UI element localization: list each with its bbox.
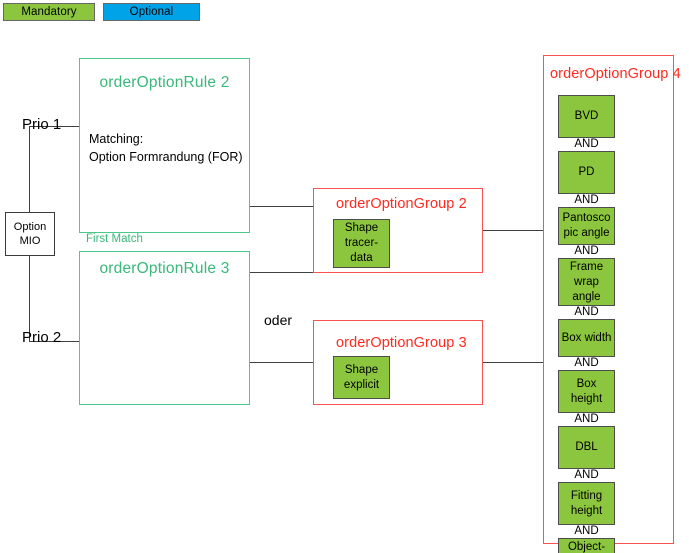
rule2-to-group2-line <box>250 206 314 207</box>
prio-1-label: Prio 1 <box>22 116 62 133</box>
order-option-rule-2-body: Matching: Option Formrandung (FOR) <box>89 132 243 164</box>
group-3-option-chip[interactable]: Shape explicit <box>333 356 390 399</box>
group-4-and-connector: AND <box>574 525 599 537</box>
option-mio-line2: MIO <box>19 235 41 247</box>
group-4-item[interactable]: PD <box>558 151 615 194</box>
order-option-rule-3-title: orderOptionRule 3 <box>99 260 230 277</box>
group-4-item[interactable]: Box height <box>558 370 615 413</box>
group-4-and-connector: AND <box>574 138 599 150</box>
group-4-item[interactable]: DBL <box>558 426 615 469</box>
group-4-item[interactable]: Frame wrap angle <box>558 258 615 306</box>
trunk-line-lower <box>29 256 30 341</box>
group-2-option-chip[interactable]: Shape tracer- data <box>333 219 390 268</box>
prio2-branch-line <box>29 341 80 342</box>
order-option-group-2-box[interactable]: orderOptionGroup 2 Shape tracer- data <box>313 188 483 273</box>
group-4-item[interactable]: Object- distance Near <box>558 538 615 553</box>
group-4-and-connector: AND <box>574 194 599 206</box>
order-option-rule-2-title: orderOptionRule 2 <box>99 74 230 91</box>
order-option-group-3-title: orderOptionGroup 3 <box>336 335 467 351</box>
order-option-group-2-title: orderOptionGroup 2 <box>336 196 467 212</box>
prio-2-label: Prio 2 <box>22 329 62 346</box>
legend-optional-chip: Optional <box>103 3 200 21</box>
rule3-to-group3-line <box>250 362 314 363</box>
legend-mandatory-label: Mandatory <box>21 6 77 18</box>
oder-label: oder <box>264 312 293 328</box>
prio1-branch-line <box>29 126 80 127</box>
group-4-and-connector: AND <box>574 306 599 318</box>
group-4-item[interactable]: Box width <box>558 319 615 357</box>
group3-to-group4-line <box>483 362 544 363</box>
rule3-to-group2-line <box>250 272 314 273</box>
option-mio-node[interactable]: Option MIO <box>5 212 55 256</box>
order-option-rule-3-box[interactable]: orderOptionRule 3 <box>79 251 250 405</box>
order-option-rule-2-box[interactable]: orderOptionRule 2 Matching: Option Formr… <box>79 58 250 233</box>
trunk-line-upper <box>29 126 30 213</box>
group-4-and-connector: AND <box>574 245 599 257</box>
group-4-and-connector: AND <box>574 413 599 425</box>
first-match-label: First Match <box>86 233 143 245</box>
group-4-and-connector: AND <box>574 357 599 369</box>
order-option-group-3-box[interactable]: orderOptionGroup 3 Shape explicit <box>313 320 483 405</box>
legend-mandatory-chip: Mandatory <box>3 3 95 21</box>
group-4-item[interactable]: Pantosco pic angle <box>558 207 615 245</box>
group2-to-group4-line <box>483 230 544 231</box>
group-4-item[interactable]: BVD <box>558 95 615 138</box>
legend-optional-label: Optional <box>129 6 174 18</box>
option-mio-line1: Option <box>13 221 47 233</box>
order-option-group-4-title: orderOptionGroup 4 <box>550 66 681 82</box>
group-4-item[interactable]: Fitting height <box>558 482 615 525</box>
group-4-and-connector: AND <box>574 469 599 481</box>
